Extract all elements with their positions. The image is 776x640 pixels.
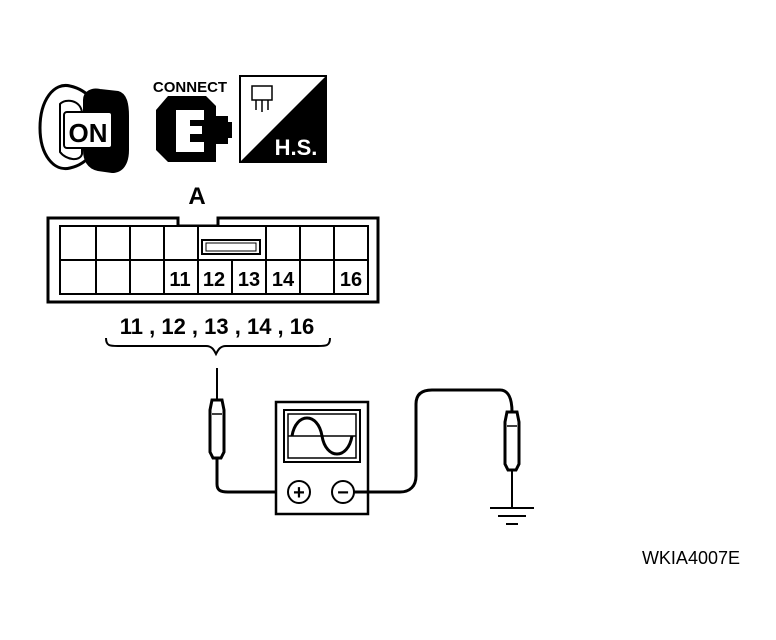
connector-label: A <box>188 183 205 210</box>
harness-side-icon: H.S. <box>239 75 327 163</box>
ground-probe <box>503 410 521 508</box>
positive-probe <box>208 368 288 494</box>
pin-13: 13 <box>238 269 260 291</box>
connector-face <box>46 216 380 304</box>
pin-12: 12 <box>203 269 225 291</box>
harness-side-label: H.S. <box>275 135 318 160</box>
positive-terminal-label: + <box>293 482 305 504</box>
pin-list-brace <box>105 337 331 357</box>
pin-16: 16 <box>340 269 362 291</box>
ignition-key-icon: ON <box>38 83 129 174</box>
pin-11: 11 <box>169 269 190 291</box>
negative-lead <box>354 388 514 494</box>
pin-14: 14 <box>272 269 295 291</box>
connect-label: CONNECT <box>153 79 227 96</box>
pin-list-label: 11 , 12 , 13 , 14 , 16 <box>120 314 315 339</box>
oscilloscope-icon: + − <box>274 400 370 516</box>
figure-code: WKIA4007E <box>642 548 740 568</box>
connector-connect-icon: CONNECT <box>153 79 232 162</box>
ground-icon <box>490 507 534 525</box>
negative-terminal-label: − <box>337 482 349 504</box>
positive-terminal <box>287 480 311 504</box>
ignition-on-label: ON <box>69 118 108 148</box>
